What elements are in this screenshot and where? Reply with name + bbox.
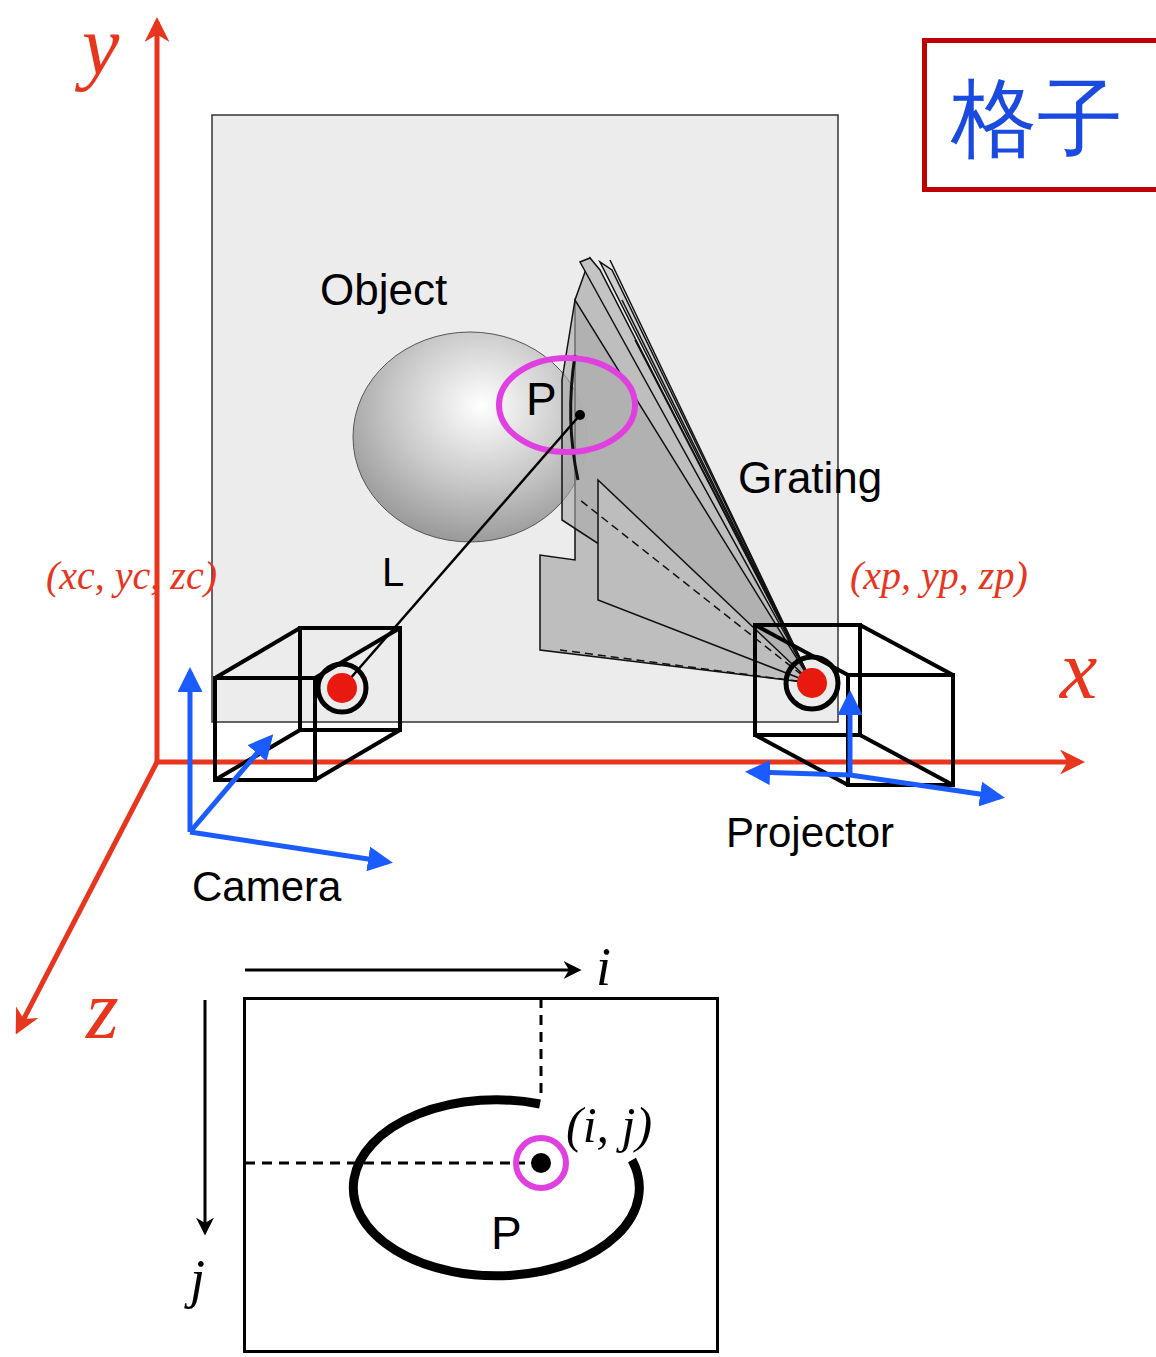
- title-text: 格子: [951, 75, 1123, 161]
- projector-axes: [750, 695, 1000, 797]
- object-ellipsoid: [353, 332, 587, 542]
- dashed-guide: [245, 1162, 525, 1165]
- camera-axes: [190, 672, 388, 862]
- part-label: Object: [320, 268, 447, 312]
- point-label: P: [526, 376, 557, 422]
- back-panel: [212, 115, 838, 722]
- x-axis: [155, 760, 1080, 765]
- title-box: 格子: [922, 38, 1156, 192]
- part-label: Projector: [726, 812, 894, 854]
- y-axis: [155, 22, 160, 762]
- axis-label: i: [596, 940, 611, 994]
- node-text: (i, j): [566, 1100, 652, 1150]
- line-label: L: [382, 552, 404, 592]
- axis-label: x: [1060, 628, 1097, 712]
- node-text: P: [491, 1210, 522, 1256]
- axis-label: y: [82, 4, 119, 88]
- coordinate-label: (xc, yc, zc): [46, 556, 217, 596]
- image-frame: (i, j) P: [243, 997, 719, 1353]
- line-l: [342, 415, 580, 688]
- coordinate-label: (xp, yp, zp): [850, 556, 1028, 596]
- part-label: Grating: [738, 456, 882, 500]
- highlight-circle: [516, 1138, 566, 1188]
- camera-box: [215, 628, 400, 780]
- j-arrow: [204, 1000, 207, 1232]
- point-p: [531, 1153, 551, 1173]
- highlight-circle: [499, 358, 635, 452]
- axis-label: j: [190, 1252, 205, 1306]
- part-label: Camera: [192, 866, 341, 908]
- dashed-guide: [540, 998, 543, 1100]
- axis-label: z: [86, 968, 119, 1052]
- i-arrow: [245, 969, 578, 972]
- projector-box: [755, 625, 953, 785]
